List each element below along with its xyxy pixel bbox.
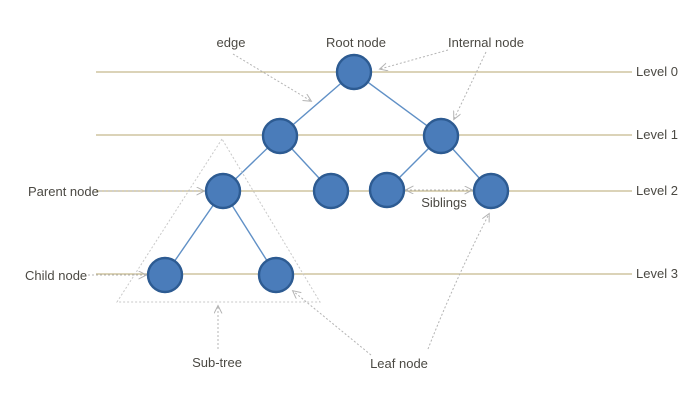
annotation-arrows: [88, 49, 489, 356]
leaf-node-pointer-arrow-left: [293, 291, 372, 356]
node-level2-leaf: [312, 172, 350, 210]
internal-node-pointer-arrow: [454, 51, 487, 119]
sub-tree-label: Sub-tree: [192, 355, 242, 370]
node-parent: [204, 172, 242, 210]
node-root: [335, 53, 373, 91]
level-2-label: Level 2: [636, 183, 678, 198]
tree-nodes: [146, 53, 510, 294]
level-1-label: Level 1: [636, 127, 678, 142]
parent-node-label: Parent node: [28, 184, 99, 199]
siblings-label: Siblings: [421, 195, 467, 210]
diagram-labels: edge Root node Internal node Parent node…: [25, 35, 678, 371]
level-3-label: Level 3: [636, 266, 678, 281]
node-sibling-right: [472, 172, 510, 210]
edge-pointer-arrow: [232, 53, 311, 101]
subtree-triangle: [116, 138, 321, 303]
node-child-left: [146, 256, 184, 294]
leaf-node-pointer-arrow-right: [427, 214, 489, 350]
node-sibling-left: [368, 171, 406, 209]
node-internal-right: [422, 117, 460, 155]
level-0-label: Level 0: [636, 64, 678, 79]
internal-node-label: Internal node: [448, 35, 524, 50]
child-node-label: Child node: [25, 268, 87, 283]
node-internal-left: [261, 117, 299, 155]
node-child-right: [257, 256, 295, 294]
edge-label: edge: [217, 35, 246, 50]
root-node-label: Root node: [326, 35, 386, 50]
leaf-node-label: Leaf node: [370, 356, 428, 371]
